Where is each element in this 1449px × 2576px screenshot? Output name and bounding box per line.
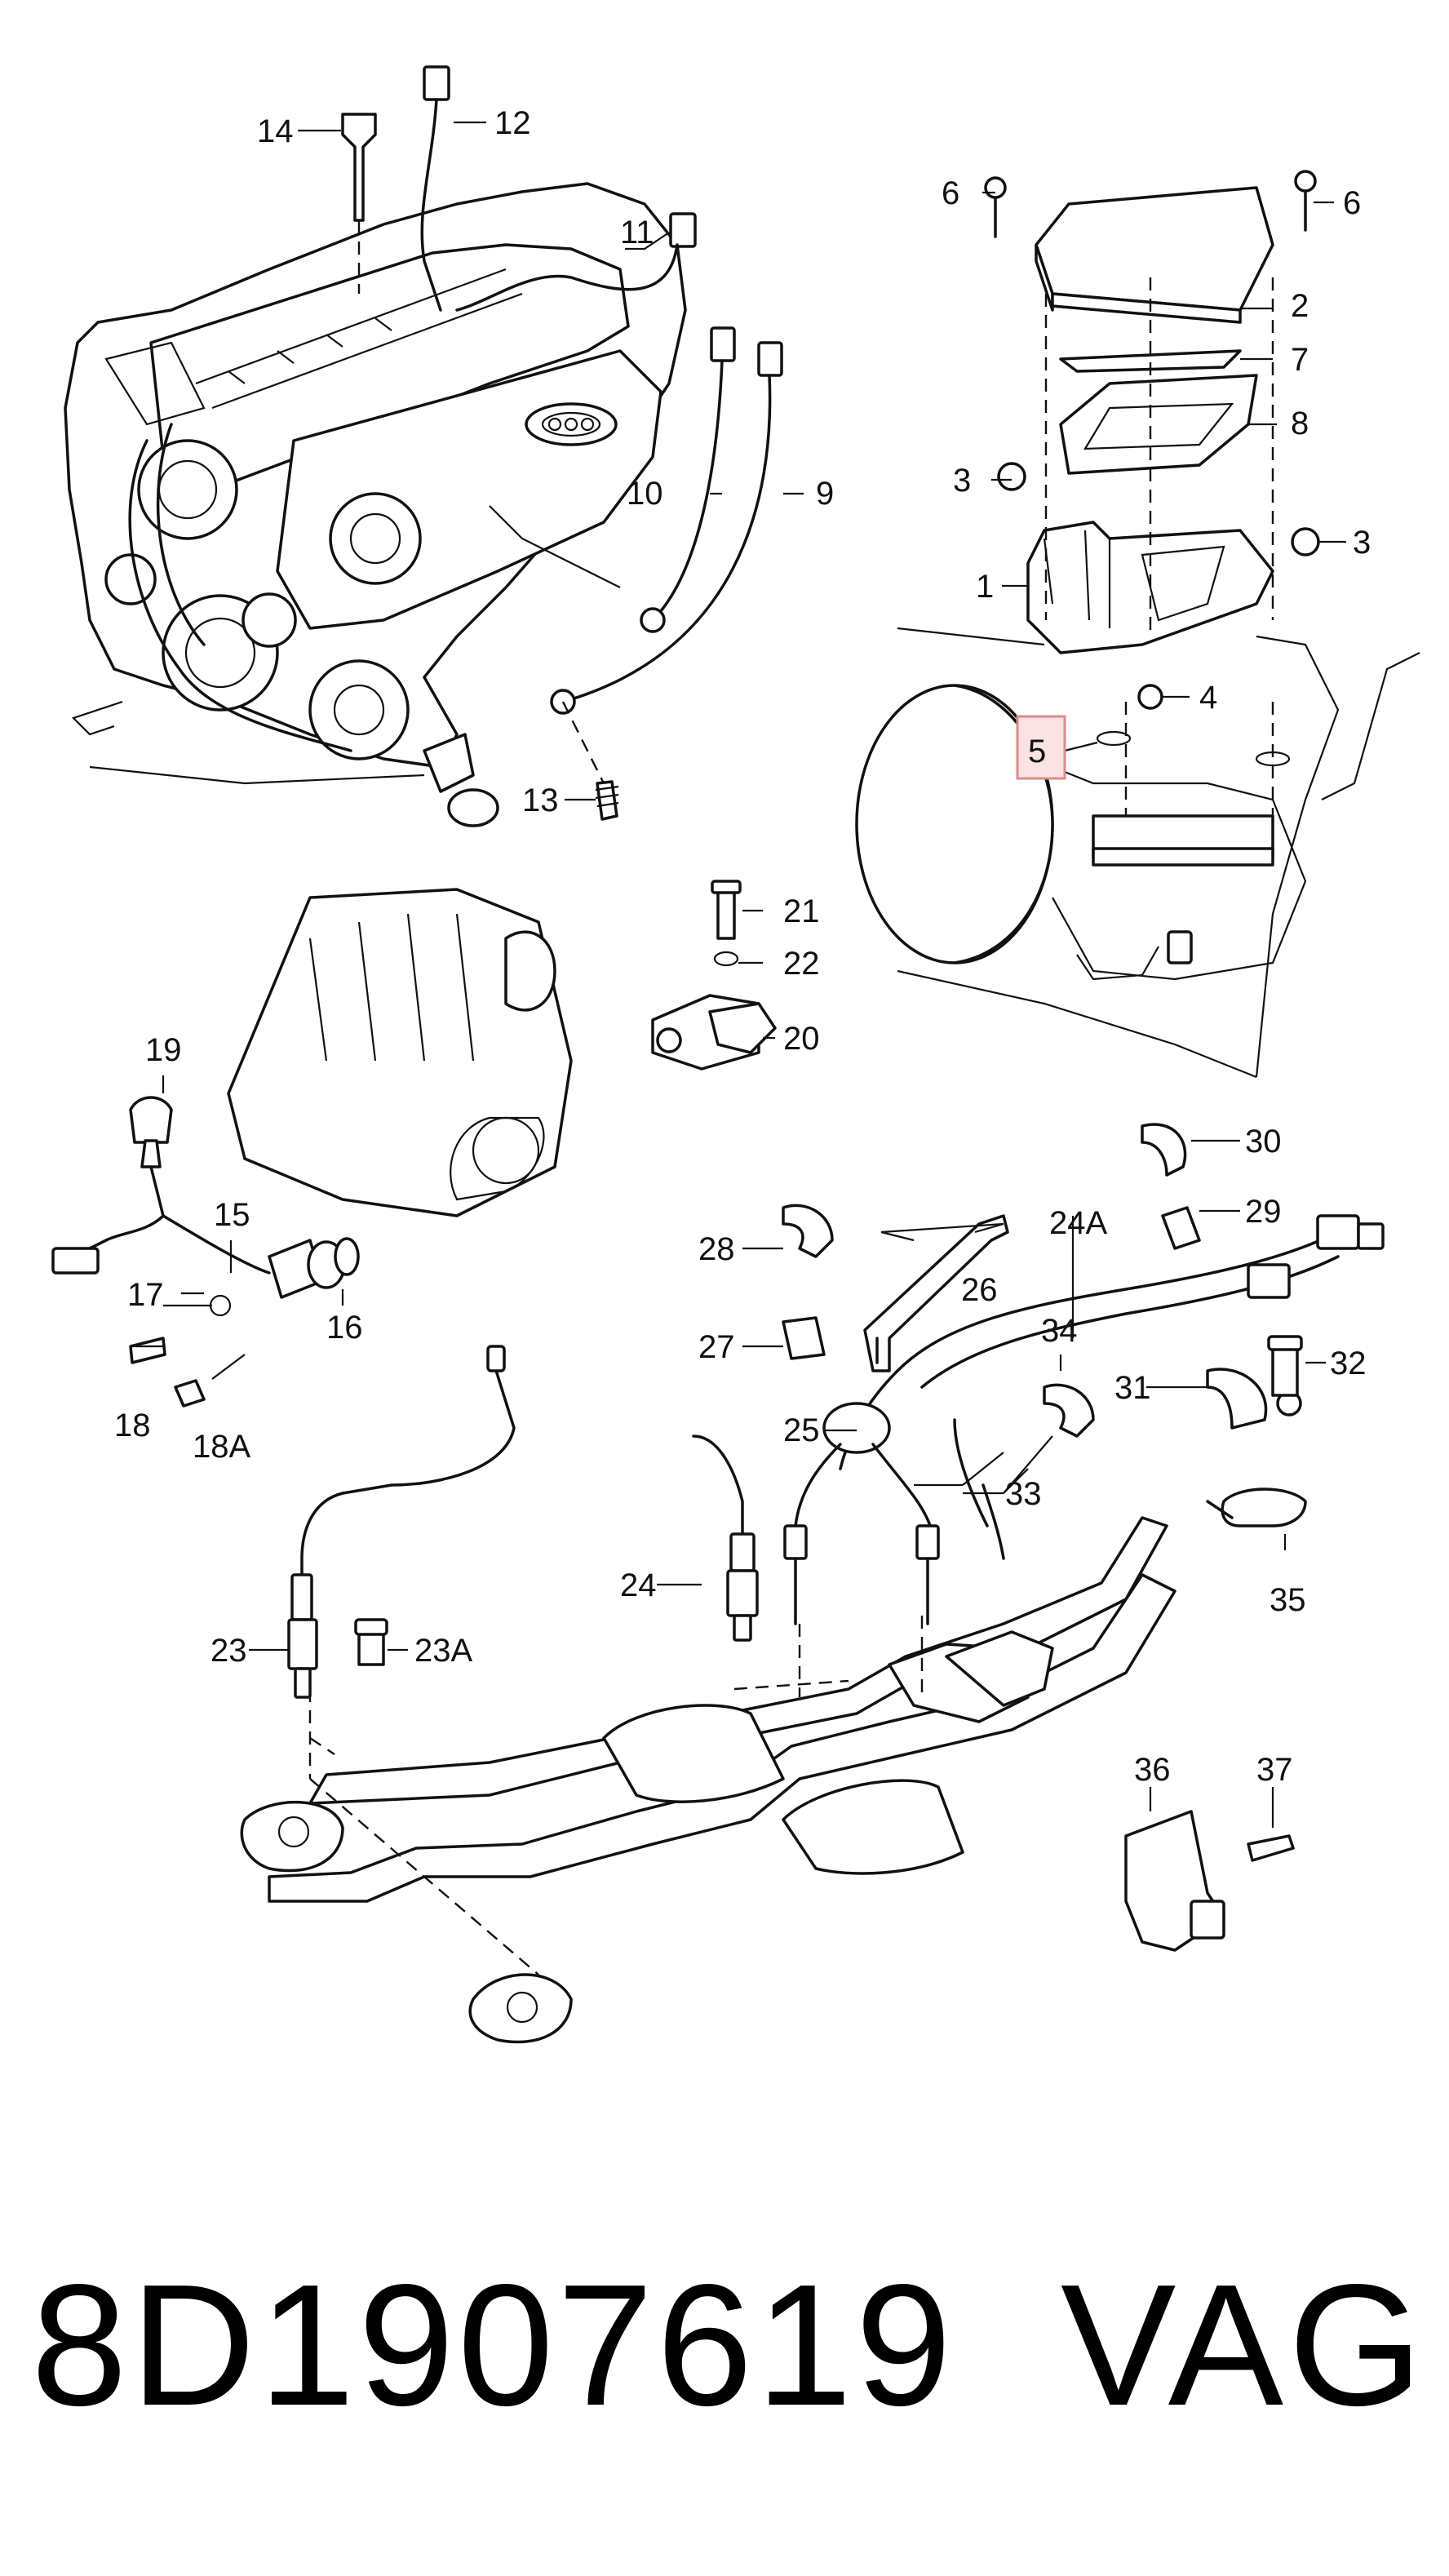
callout-23[interactable]: 23 — [210, 1633, 247, 1669]
engine-sensors — [341, 65, 783, 821]
callout-6-left[interactable]: 6 — [942, 175, 959, 211]
knock-sensor-illustration — [651, 880, 777, 1071]
callout-3-right[interactable]: 3 — [1353, 525, 1371, 561]
highlight-box[interactable] — [1016, 715, 1066, 780]
exhaust-illustration — [240, 1123, 1385, 2044]
callout-24[interactable]: 24 — [620, 1567, 657, 1603]
callout-13[interactable]: 13 — [522, 783, 559, 818]
callout-25[interactable]: 25 — [783, 1412, 820, 1448]
callout-27[interactable]: 27 — [698, 1329, 735, 1365]
control-unit-illustration — [855, 170, 1420, 1079]
callout-21[interactable]: 21 — [783, 893, 820, 929]
callout-3-left[interactable]: 3 — [953, 463, 971, 499]
callout-1[interactable]: 1 — [976, 569, 994, 605]
callout-7[interactable]: 7 — [1291, 342, 1309, 378]
callout-9[interactable]: 9 — [816, 476, 834, 512]
callout-29[interactable]: 29 — [1245, 1194, 1282, 1230]
callout-16[interactable]: 16 — [326, 1310, 363, 1346]
callout-6-right[interactable]: 6 — [1343, 185, 1361, 221]
cylinder-head-illustration — [51, 888, 573, 1408]
callout-18[interactable]: 18 — [114, 1408, 151, 1443]
callout-37[interactable]: 37 — [1256, 1752, 1293, 1788]
callout-30[interactable]: 30 — [1245, 1124, 1282, 1159]
callout-36[interactable]: 36 — [1134, 1752, 1171, 1788]
callout-31[interactable]: 31 — [1114, 1370, 1151, 1406]
callout-35[interactable]: 35 — [1270, 1582, 1306, 1618]
callout-4[interactable]: 4 — [1199, 680, 1217, 716]
callout-34[interactable]: 34 — [1041, 1313, 1078, 1349]
callout-labels: 1 2 3 3 4 5 6 6 7 8 9 10 11 12 13 14 15 … — [114, 105, 1371, 1788]
callout-33[interactable]: 33 — [1005, 1476, 1042, 1512]
engine-illustration — [64, 182, 687, 827]
callout-12[interactable]: 12 — [494, 105, 531, 141]
callout-17[interactable]: 17 — [127, 1277, 164, 1313]
part-number: 8D1907619 — [31, 2248, 955, 2441]
brand-label: VAG — [1061, 2248, 1428, 2441]
callout-32[interactable]: 32 — [1330, 1346, 1367, 1381]
callout-19[interactable]: 19 — [145, 1032, 182, 1068]
callout-24a[interactable]: 24A — [1049, 1205, 1107, 1241]
callout-22[interactable]: 22 — [783, 946, 820, 982]
callout-5[interactable]: 5 — [1028, 734, 1046, 769]
callout-26[interactable]: 26 — [961, 1272, 998, 1308]
callout-8[interactable]: 8 — [1291, 406, 1309, 441]
callout-28[interactable]: 28 — [698, 1231, 735, 1267]
leader-lines — [131, 121, 1346, 1828]
callout-11[interactable]: 11 — [620, 215, 654, 251]
callout-20[interactable]: 20 — [783, 1021, 820, 1057]
callout-23a[interactable]: 23A — [414, 1633, 472, 1669]
callout-18a[interactable]: 18A — [193, 1429, 250, 1465]
callout-2[interactable]: 2 — [1291, 288, 1309, 324]
callout-14[interactable]: 14 — [257, 113, 294, 149]
callout-10[interactable]: 10 — [627, 476, 663, 512]
callout-15[interactable]: 15 — [214, 1197, 250, 1233]
